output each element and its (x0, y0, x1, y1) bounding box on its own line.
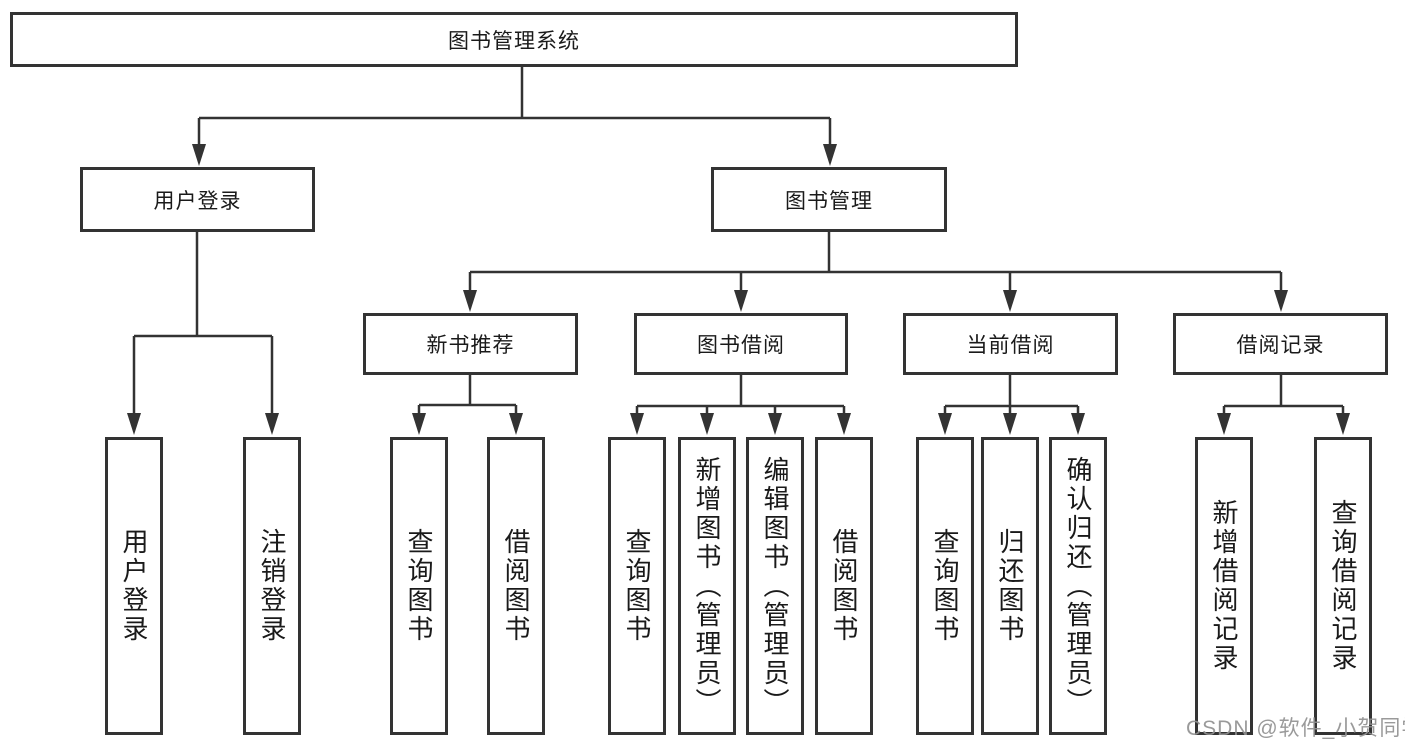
node-new-book-recommend: 新书推荐 (363, 313, 578, 375)
node-query-books-recommend: 查询图书 (390, 437, 448, 735)
node-query-borrow-record: 查询借阅记录 (1314, 437, 1372, 735)
node-edit-book-admin: 编辑图书（管理员） (746, 437, 804, 735)
node-return-books: 归还图书 (981, 437, 1039, 735)
node-add-book-admin: 新增图书（管理员） (678, 437, 736, 735)
node-book-management: 图书管理 (711, 167, 947, 232)
node-user-login: 用户登录 (105, 437, 163, 735)
node-book-borrowing: 图书借阅 (634, 313, 848, 375)
node-library-management-system: 图书管理系统 (10, 12, 1018, 67)
node-confirm-return-admin: 确认归还（管理员） (1049, 437, 1107, 735)
node-query-books-current: 查询图书 (916, 437, 974, 735)
node-borrowing-records: 借阅记录 (1173, 313, 1388, 375)
node-user-login-branch: 用户登录 (80, 167, 315, 232)
watermark: CSDN @软件_小贺同学 (1186, 717, 1405, 740)
node-logout: 注销登录 (243, 437, 301, 735)
node-add-borrow-record: 新增借阅记录 (1195, 437, 1253, 735)
node-query-books-borrowing: 查询图书 (608, 437, 666, 735)
node-current-borrowing: 当前借阅 (903, 313, 1118, 375)
node-borrow-books-recommend: 借阅图书 (487, 437, 545, 735)
node-borrow-books-borrowing: 借阅图书 (815, 437, 873, 735)
